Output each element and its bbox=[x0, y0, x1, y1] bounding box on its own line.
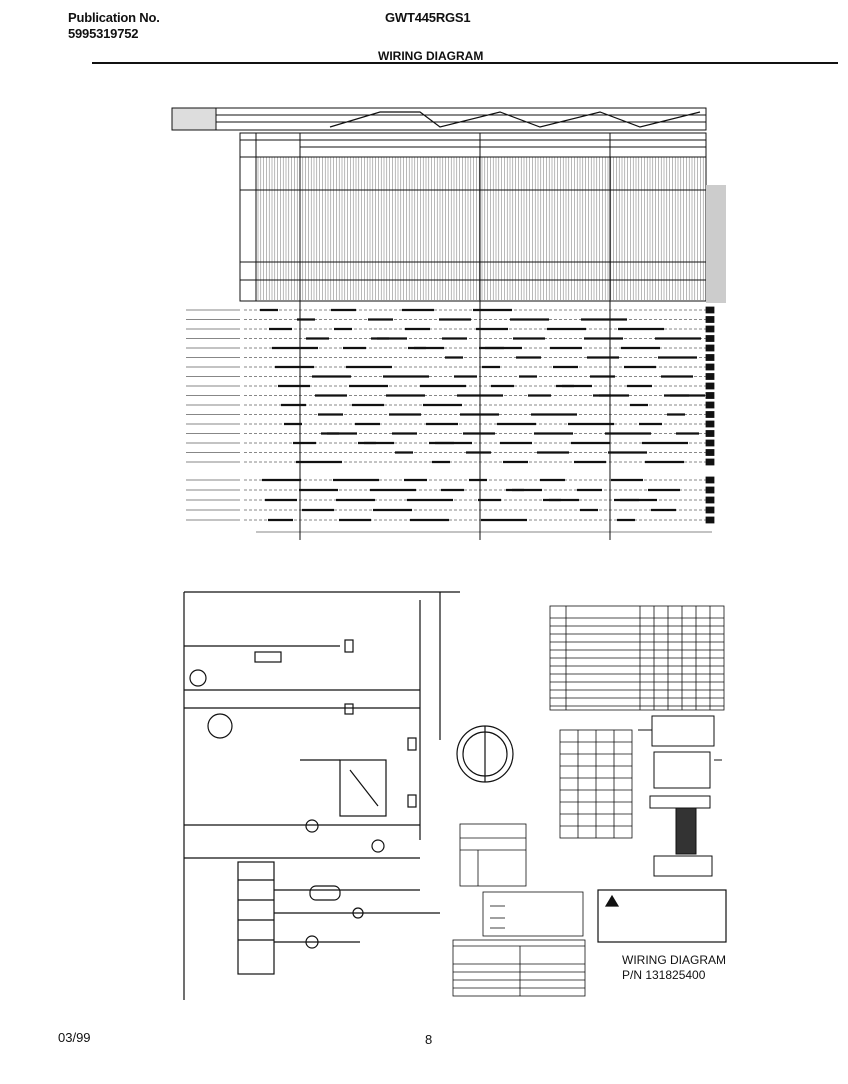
chart-row-terminal bbox=[705, 335, 715, 342]
chart-row-terminal bbox=[705, 506, 715, 514]
chart-row-terminal bbox=[705, 458, 715, 466]
footer-date: 03/99 bbox=[58, 1030, 91, 1045]
chart-row-terminal bbox=[705, 363, 715, 371]
motor-plug bbox=[456, 725, 514, 783]
timer-sequence-chart bbox=[171, 107, 726, 540]
model-number: GWT445RGS1 bbox=[385, 10, 471, 25]
page-title: WIRING DIAGRAM bbox=[378, 49, 484, 63]
chart-row-terminal bbox=[705, 373, 715, 380]
chart-row-terminal bbox=[705, 354, 715, 361]
chart-row-terminal bbox=[705, 325, 715, 333]
terminal-table bbox=[559, 729, 633, 839]
chart-row-terminal bbox=[705, 382, 715, 390]
chart-row-terminal bbox=[705, 392, 715, 399]
component-table bbox=[452, 939, 586, 997]
schematic bbox=[183, 591, 460, 1000]
header-rule bbox=[92, 62, 838, 64]
chart-row-terminal bbox=[705, 476, 715, 484]
chart-row-terminal bbox=[705, 430, 715, 437]
chart-row-terminal bbox=[705, 496, 715, 504]
chart-row-terminal bbox=[705, 411, 715, 418]
speed-control-table bbox=[549, 605, 725, 711]
motor-connector-block bbox=[638, 715, 722, 877]
publication-number: 5995319752 bbox=[68, 26, 139, 41]
chart-row-terminal bbox=[705, 344, 715, 352]
page-number: 8 bbox=[425, 1032, 433, 1047]
timer-chart-rows bbox=[186, 157, 715, 533]
publication-label: Publication No. bbox=[68, 10, 160, 25]
chart-row-terminal bbox=[705, 486, 715, 494]
diagram-caption: WIRING DIAGRAM bbox=[622, 953, 726, 967]
warning-box bbox=[597, 889, 727, 943]
chart-row-terminal bbox=[705, 449, 715, 456]
cycle-table bbox=[459, 823, 527, 887]
chart-row-terminal bbox=[705, 439, 715, 447]
chart-row-terminal bbox=[705, 401, 715, 409]
part-number: P/N 131825400 bbox=[622, 968, 706, 982]
chart-row-terminal bbox=[705, 316, 715, 323]
chart-row-terminal bbox=[705, 516, 715, 524]
chart-row-terminal bbox=[705, 420, 715, 428]
legend-box bbox=[482, 891, 584, 937]
chart-row-terminal bbox=[705, 306, 715, 314]
